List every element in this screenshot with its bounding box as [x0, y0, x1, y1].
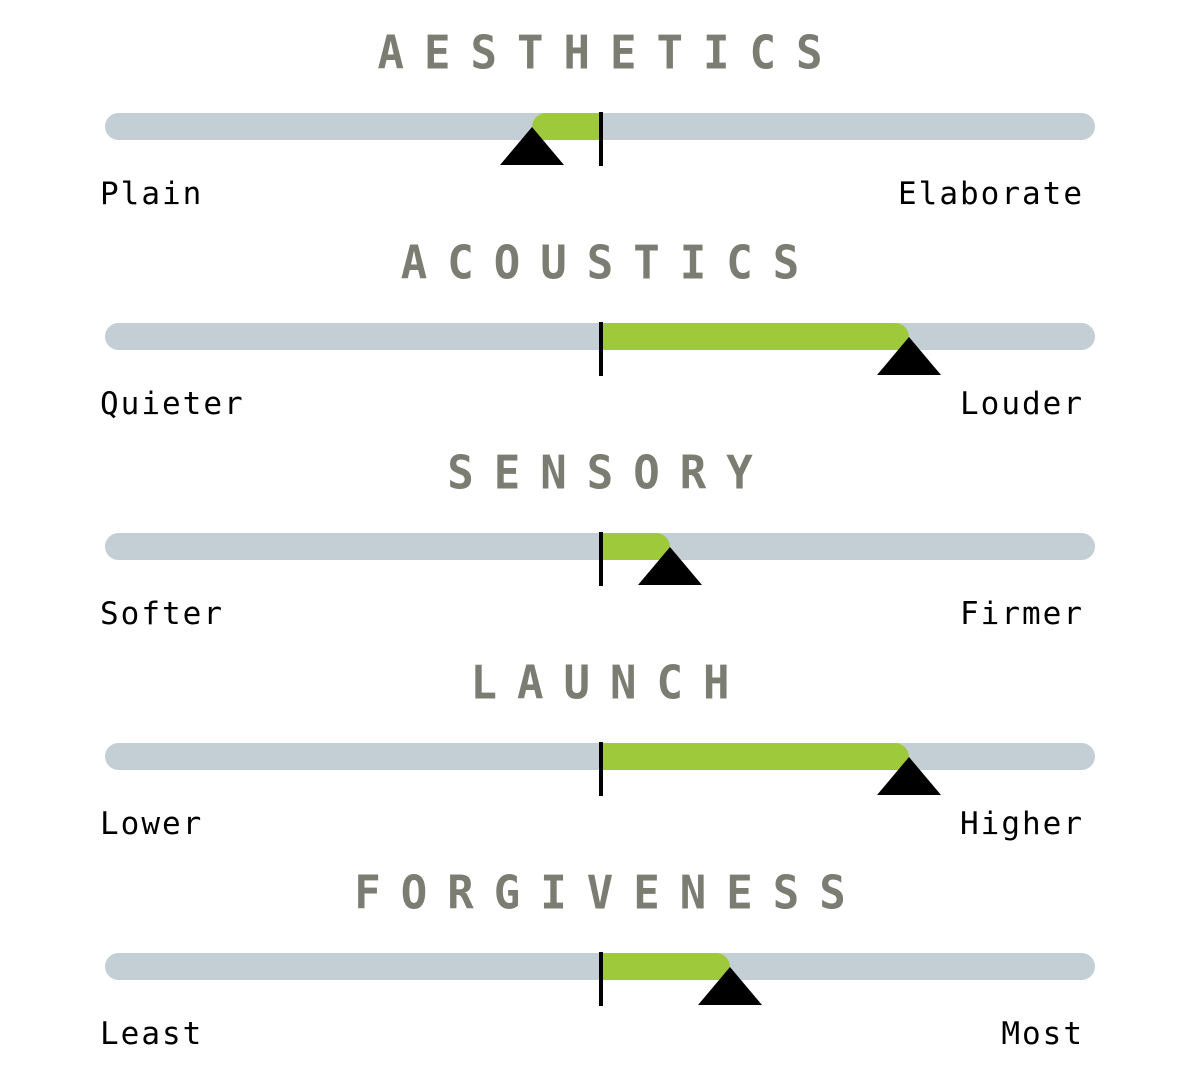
- launch-title: LAUNCH: [470, 656, 750, 711]
- forgiveness-center-line: [599, 952, 603, 1006]
- acoustics-low-label: Quieter: [100, 386, 245, 422]
- aesthetics-low-label: Plain: [100, 176, 204, 212]
- sensory-title: SENSORY: [447, 446, 773, 501]
- aesthetics-high-label: Elaborate: [898, 176, 1084, 212]
- acoustics-center-line: [599, 322, 603, 376]
- forgiveness-title: FORGIVENESS: [354, 866, 866, 921]
- forgiveness-low-label: Least: [100, 1016, 204, 1052]
- sensory-center-line: [599, 532, 603, 586]
- launch-high-label: Higher: [960, 806, 1084, 842]
- sensory-marker-icon: [638, 547, 703, 585]
- acoustics-fill-bar: [601, 323, 909, 350]
- launch-center-line: [599, 742, 603, 796]
- launch-marker-icon: [876, 757, 941, 795]
- acoustics-high-label: Louder: [960, 386, 1084, 422]
- forgiveness-marker-icon: [697, 967, 762, 1005]
- acoustics-title: ACOUSTICS: [400, 236, 820, 291]
- sensory-high-label: Firmer: [960, 596, 1084, 632]
- sensory-low-label: Softer: [100, 596, 224, 632]
- launch-low-label: Lower: [100, 806, 204, 842]
- launch-fill-bar: [601, 743, 909, 770]
- aesthetics-title: AESTHETICS: [377, 26, 843, 81]
- aesthetics-marker-icon: [499, 127, 564, 165]
- acoustics-marker-icon: [876, 337, 941, 375]
- forgiveness-high-label: Most: [1001, 1016, 1084, 1052]
- aesthetics-center-line: [599, 112, 603, 166]
